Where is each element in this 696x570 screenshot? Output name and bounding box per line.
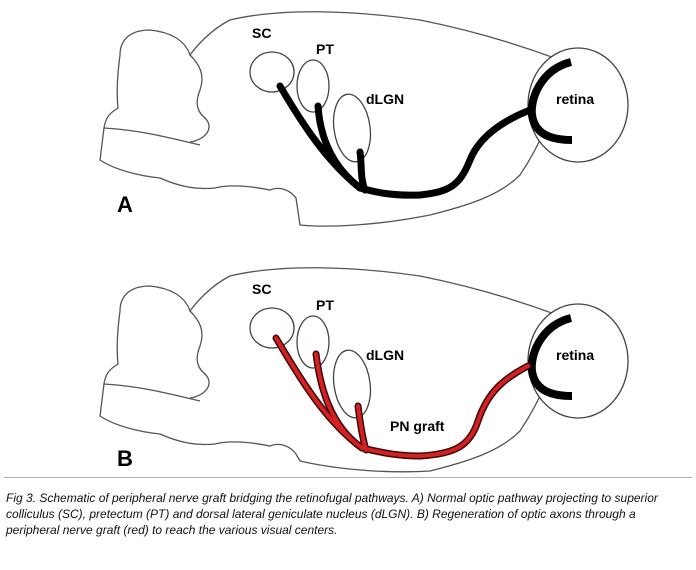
pathway-to-pt (314, 102, 364, 192)
eye-globe (527, 303, 629, 419)
optic-pathway-normal (276, 82, 534, 199)
brainstem-line (103, 383, 201, 402)
panel-letter-b: B (117, 446, 133, 471)
pt-nucleus (296, 59, 330, 113)
retina-arc (527, 314, 573, 400)
pt-nucleus (296, 315, 330, 369)
pathway-to-dlgn (356, 148, 369, 194)
graft-to-dlgn (356, 404, 368, 452)
sc-nucleus (249, 51, 295, 93)
graft-pathway (272, 334, 532, 460)
dlgn-nucleus (332, 93, 372, 163)
label-retina: retina (556, 91, 594, 107)
brain-outline (99, 11, 561, 227)
cerebellum-fold (189, 310, 210, 399)
panel-a: SC PT dLGN retina A (0, 0, 696, 250)
pathway-main (356, 106, 534, 199)
caption-divider (4, 477, 692, 478)
eye-globe (527, 47, 629, 163)
label-sc: SC (252, 25, 271, 41)
panel-b: SC PT dLGN retina PN graft B (0, 256, 696, 506)
panel-letter-a: A (117, 192, 133, 217)
brainstem-line (103, 127, 201, 146)
graft-main (360, 364, 530, 458)
label-pt: PT (316, 41, 334, 57)
label-pt: PT (316, 297, 334, 313)
figure-caption: Fig 3. Schematic of peripheral nerve gra… (6, 491, 658, 537)
graft-to-pt (314, 352, 364, 450)
cerebellum-fold (189, 54, 210, 143)
label-sc: SC (252, 281, 271, 297)
label-pn-graft: PN graft (390, 418, 445, 434)
graft-red (274, 336, 530, 458)
retina-arc (527, 58, 573, 144)
brain-diagram-a: SC PT dLGN retina A (99, 11, 629, 227)
label-dlgn: dLGN (366, 91, 404, 107)
label-retina: retina (556, 347, 594, 363)
brain-diagram-b: SC PT dLGN retina PN graft B (99, 267, 629, 473)
label-dlgn: dLGN (366, 347, 404, 363)
brain-outline (99, 267, 561, 473)
sc-nucleus (249, 307, 295, 349)
